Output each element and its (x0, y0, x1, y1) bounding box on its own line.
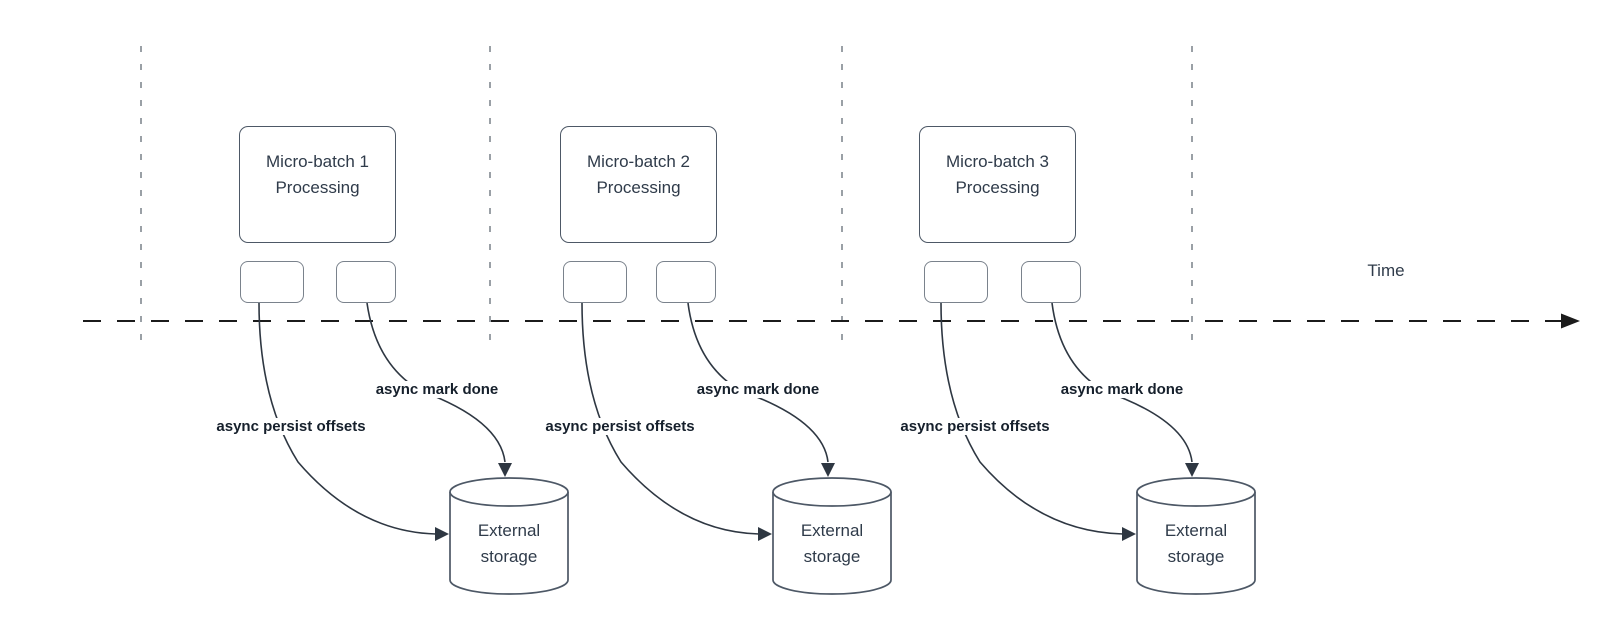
cylinder-top (772, 477, 892, 507)
storage-line2: storage (1167, 547, 1225, 566)
micro-batch-2-done-task-box (656, 261, 716, 303)
micro-batch-1-box: Micro-batch 1 Processing (239, 126, 396, 243)
mark-done-arrowhead-2 (821, 463, 835, 477)
micro-batch-1-done-task-box (336, 261, 396, 303)
storage-line1: External (1164, 521, 1228, 540)
batch-title-line1: Micro-batch 1 (266, 151, 369, 171)
persist-offsets-connector-1 (258, 302, 437, 535)
persist-offsets-connector-3 (940, 302, 1124, 535)
batch-title-line1: Micro-batch 3 (946, 151, 1049, 171)
batch-title-line2: Processing (275, 177, 360, 197)
micro-batch-1-box-label: Micro-batch 1 Processing (266, 149, 369, 201)
persist-offsets-arrowhead-2 (758, 527, 772, 541)
storage-line2: storage (803, 547, 861, 566)
time-axis-label: Time (1367, 261, 1405, 280)
storage-line2: storage (480, 547, 538, 566)
persist-offsets-label-1: async persist offsets (214, 418, 368, 435)
persist-offsets-label-2: async persist offsets (543, 418, 697, 435)
external-storage-label-2: External storage (773, 518, 891, 570)
mark-done-arrowhead-3 (1185, 463, 1199, 477)
time-axis-arrowhead (1561, 313, 1580, 329)
batch-title-line2: Processing (955, 177, 1040, 197)
storage-line1: External (800, 521, 864, 540)
micro-batch-3-box: Micro-batch 3 Processing (919, 126, 1076, 243)
persist-offsets-connector-2 (581, 302, 760, 535)
cylinder-top (449, 477, 569, 507)
cylinder-top (1136, 477, 1256, 507)
micro-batch-2-box: Micro-batch 2 Processing (560, 126, 717, 243)
micro-batch-3-persist-task-box (924, 261, 988, 303)
external-storage-label-3: External storage (1137, 518, 1255, 570)
external-storage-cylinder-3 (1136, 477, 1256, 595)
mark-done-label-3: async mark done (1058, 381, 1186, 398)
batch-title-line2: Processing (596, 177, 681, 197)
external-storage-label-1: External storage (450, 518, 568, 570)
cylinder-body (449, 492, 569, 595)
persist-offsets-arrowhead-1 (435, 527, 449, 541)
micro-batch-1-persist-task-box (240, 261, 304, 303)
micro-batch-3-box-label: Micro-batch 3 Processing (946, 149, 1049, 201)
storage-line1: External (477, 521, 541, 540)
micro-batch-2-persist-task-box (563, 261, 627, 303)
external-storage-cylinder-1 (449, 477, 569, 595)
external-storage-cylinder-2 (772, 477, 892, 595)
mark-done-arrowhead-1 (498, 463, 512, 477)
mark-done-label-2: async mark done (694, 381, 822, 398)
micro-batch-3-done-task-box (1021, 261, 1081, 303)
persist-offsets-label-3: async persist offsets (898, 418, 1052, 435)
persist-offsets-arrowhead-3 (1122, 527, 1136, 541)
batch-title-line1: Micro-batch 2 (587, 151, 690, 171)
cylinder-body (1136, 492, 1256, 595)
micro-batch-2-box-label: Micro-batch 2 Processing (587, 149, 690, 201)
mark-done-label-1: async mark done (373, 381, 501, 398)
cylinder-body (772, 492, 892, 595)
